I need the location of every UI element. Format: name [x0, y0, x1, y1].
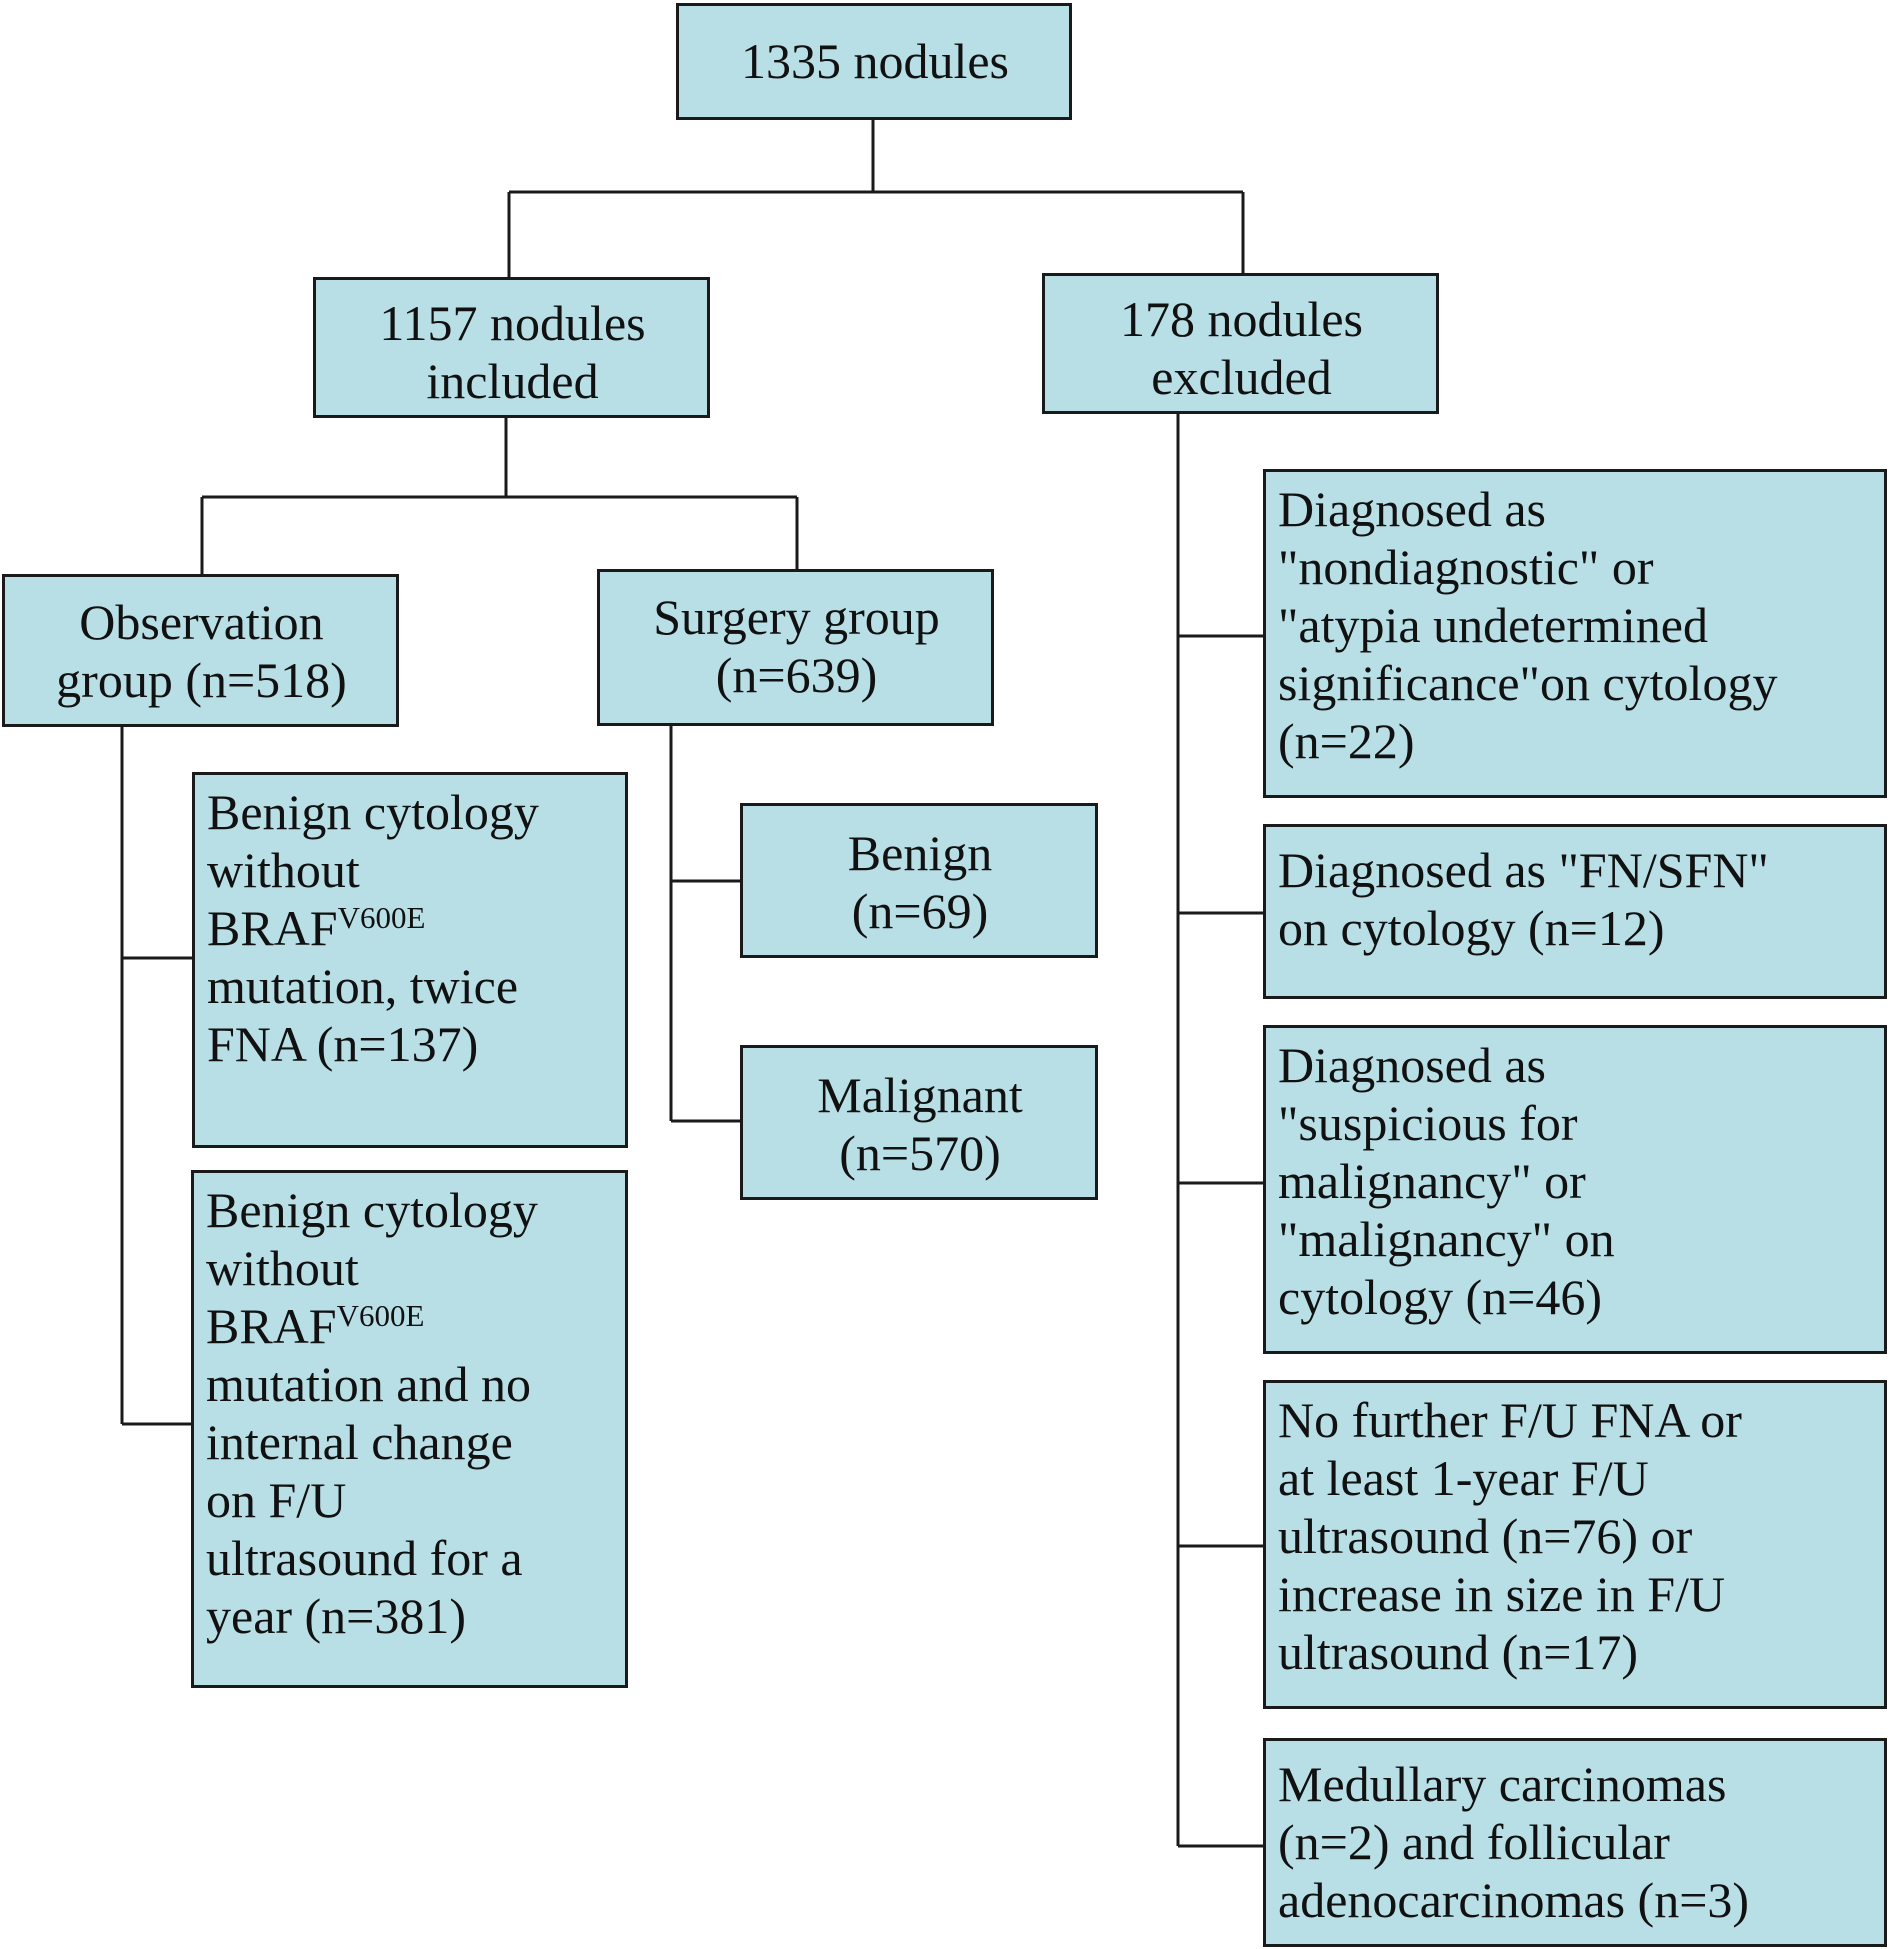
exc-nondiagnostic-line-4: significance"on cytology: [1278, 655, 1778, 711]
obs-no-change-line-5: internal change: [206, 1414, 513, 1470]
included-line-1: 1157 nodules: [379, 295, 646, 351]
obs-twice-fna-line-5: FNA (n=137): [207, 1016, 479, 1072]
obs-twice-fna-line-2: without: [207, 842, 360, 898]
benign-node: Benign (n=69): [740, 803, 1098, 958]
benign-line-1: Benign: [847, 825, 993, 881]
obs-no-change-line-4: mutation and no: [206, 1356, 531, 1412]
exc-suspicious-line-1: Diagnosed as: [1278, 1037, 1546, 1093]
benign-line-2: (n=69): [851, 883, 989, 939]
exc-nondiagnostic-line-5: (n=22): [1278, 713, 1415, 769]
exc-fn-sfn-line-1: Diagnosed as "FN/SFN": [1278, 842, 1769, 898]
excluded-node: 178 nodules excluded: [1042, 273, 1439, 414]
exc-nondiagnostic-line-2: "nondiagnostic" or: [1278, 539, 1654, 595]
exc-other-node: Medullary carcinomas (n=2) and follicula…: [1263, 1738, 1887, 1947]
exc-other-line-1: Medullary carcinomas: [1278, 1756, 1727, 1812]
braf-superscript: V600E: [336, 1298, 425, 1333]
exc-suspicious-line-5: cytology (n=46): [1278, 1269, 1602, 1325]
root-node-label: 1335 nodules: [740, 33, 1010, 89]
surgery-group-node: Surgery group (n=639): [597, 569, 994, 726]
obs-no-change-line-7: ultrasound for a: [206, 1530, 523, 1586]
exc-other-line-2: (n=2) and follicular: [1278, 1814, 1670, 1870]
exc-nondiagnostic-line-1: Diagnosed as: [1278, 481, 1546, 537]
included-line-2: included: [426, 353, 599, 409]
exc-suspicious-line-4: "malignancy" on: [1278, 1211, 1615, 1267]
exc-followup-node: No further F/U FNA or at least 1-year F/…: [1263, 1380, 1887, 1709]
malignant-node: Malignant (n=570): [740, 1045, 1098, 1200]
braf-label: BRAF: [206, 1298, 337, 1354]
excluded-line-2: excluded: [1151, 349, 1332, 405]
observation-group-node: Observation group (n=518): [2, 574, 399, 727]
obs-no-change-line-2: without: [206, 1240, 359, 1296]
exc-nondiagnostic-line-3: "atypia undetermined: [1278, 597, 1708, 653]
surgery-line-1: Surgery group: [653, 589, 940, 645]
exc-suspicious-line-2: "suspicious for: [1278, 1095, 1578, 1151]
exc-followup-line-1: No further F/U FNA or: [1278, 1392, 1742, 1448]
exc-followup-line-5: ultrasound (n=17): [1278, 1624, 1639, 1680]
exc-followup-line-3: ultrasound (n=76) or: [1278, 1508, 1693, 1564]
obs-no-change-line-1: Benign cytology: [206, 1182, 538, 1238]
obs-no-change-node: Benign cytology without BRAFV600E mutati…: [191, 1170, 628, 1688]
exc-followup-line-2: at least 1-year F/U: [1278, 1450, 1649, 1506]
root-node: 1335 nodules: [676, 3, 1072, 120]
malignant-line-2: (n=570): [839, 1125, 1001, 1181]
exc-fn-sfn-node: Diagnosed as "FN/SFN" on cytology (n=12): [1263, 824, 1887, 999]
obs-no-change-line-6: on F/U: [206, 1472, 347, 1528]
obs-twice-fna-node: Benign cytology without BRAFV600E mutati…: [192, 772, 628, 1148]
exc-suspicious-node: Diagnosed as "suspicious for malignancy"…: [1263, 1025, 1887, 1354]
observation-line-2: group (n=518): [56, 652, 347, 708]
exc-nondiagnostic-node: Diagnosed as "nondiagnostic" or "atypia …: [1263, 469, 1887, 798]
observation-line-1: Observation: [79, 594, 324, 650]
braf-label: BRAF: [207, 900, 338, 956]
obs-no-change-line-8: year (n=381): [206, 1588, 467, 1644]
exc-fn-sfn-line-2: on cytology (n=12): [1278, 900, 1665, 956]
exc-other-line-3: adenocarcinomas (n=3): [1278, 1872, 1750, 1928]
exc-suspicious-line-3: malignancy" or: [1278, 1153, 1586, 1209]
excluded-line-1: 178 nodules: [1119, 291, 1364, 347]
obs-no-change-line-3: BRAFV600E: [206, 1297, 615, 1355]
surgery-line-2: (n=639): [715, 647, 878, 703]
obs-twice-fna-line-4: mutation, twice: [207, 958, 519, 1014]
braf-superscript: V600E: [337, 900, 426, 935]
exc-followup-line-4: increase in size in F/U: [1278, 1566, 1726, 1622]
obs-twice-fna-line-3: BRAFV600E: [207, 899, 615, 957]
obs-twice-fna-line-1: Benign cytology: [207, 784, 539, 840]
included-node: 1157 nodules included: [313, 277, 710, 418]
malignant-line-1: Malignant: [817, 1067, 1023, 1123]
